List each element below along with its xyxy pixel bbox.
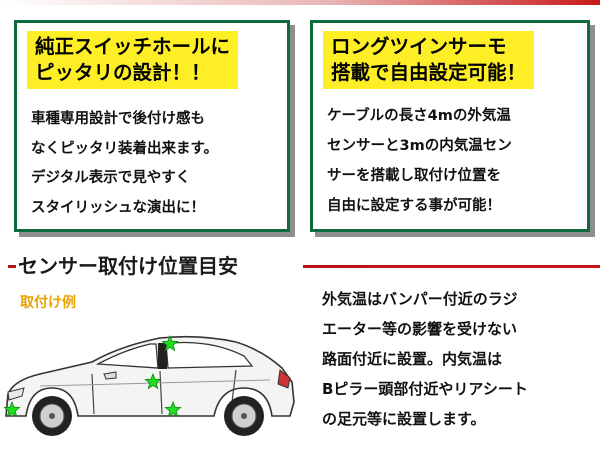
panel-body: ケーブルの長さ4mの外気温 センサーと3mの内気温セン サーを搭載し取付け位置を… bbox=[327, 101, 512, 221]
description-line: エーター等の影響を受けない bbox=[322, 320, 518, 338]
body-line: 自由に設定する事が可能！ bbox=[327, 198, 501, 214]
feature-panel-twin-thermo: ロングツインサーモ 搭載で自由設定可能！ ケーブルの長さ4mの外気温 センサーと… bbox=[310, 20, 590, 232]
panel-body: 車種専用設計で後付け感も なくピッタリ装着出来ます。 デジタル表示で見やすく ス… bbox=[31, 105, 218, 223]
car-illustration bbox=[3, 334, 295, 436]
panel-headline: ロングツインサーモ 搭載で自由設定可能！ bbox=[323, 31, 535, 89]
headline-line: ロングツインサーモ bbox=[331, 35, 507, 58]
section-title: センサー取付け位置目安 bbox=[18, 252, 244, 280]
car-b-pillar bbox=[158, 343, 167, 369]
body-line: デジタル表示で見やすく bbox=[31, 170, 191, 186]
description-line: 外気温はバンパー付近のラジ bbox=[322, 290, 518, 308]
body-line: スタイリッシュな演出に！ bbox=[31, 199, 205, 216]
section-dash bbox=[8, 265, 16, 268]
description-line: 路面付近に設置。内気温は bbox=[322, 350, 503, 368]
front-bumper-marker bbox=[3, 400, 21, 418]
headline-line: 搭載で自由設定可能！ bbox=[331, 61, 527, 84]
car-front-wheel bbox=[32, 396, 72, 436]
sensor-description: 外気温はバンパー付近のラジ エーター等の影響を受けない 路面付近に設置。内気温は… bbox=[322, 284, 528, 434]
b-pillar-top-marker bbox=[161, 334, 179, 352]
headline-line: 純正スイッチホールに bbox=[35, 35, 231, 58]
rear-floor-marker bbox=[164, 400, 182, 418]
car-rear-wheel bbox=[224, 396, 264, 436]
body-line: ケーブルの長さ4mの外気温 bbox=[327, 108, 511, 124]
body-line: 車種専用設計で後付け感も bbox=[31, 111, 205, 127]
top-accent-bar bbox=[0, 0, 600, 5]
description-line: Bピラー頭部付近やリアシート bbox=[322, 380, 528, 398]
body-line: センサーと3mの内気温セン bbox=[327, 138, 512, 154]
door-marker bbox=[144, 372, 162, 390]
panel-headline: 純正スイッチホールに ピッタリの設計！！ bbox=[27, 31, 239, 89]
body-line: なくピッタリ装着出来ます。 bbox=[31, 140, 219, 157]
description-line: の足元等に設置します。 bbox=[322, 410, 486, 428]
headline-line: ピッタリの設計！！ bbox=[35, 61, 211, 84]
section-header: センサー取付け位置目安 bbox=[8, 252, 600, 282]
section-divider bbox=[303, 265, 600, 268]
body-line: サーを搭載し取付け位置を bbox=[327, 168, 501, 184]
feature-panel-fitment: 純正スイッチホールに ピッタリの設計！！ 車種専用設計で後付け感も なくピッタリ… bbox=[14, 20, 290, 232]
car-front-window bbox=[95, 343, 159, 369]
sensor-markers bbox=[3, 334, 182, 418]
example-label: 取付け例 bbox=[20, 295, 76, 311]
car-mirror bbox=[103, 371, 117, 380]
